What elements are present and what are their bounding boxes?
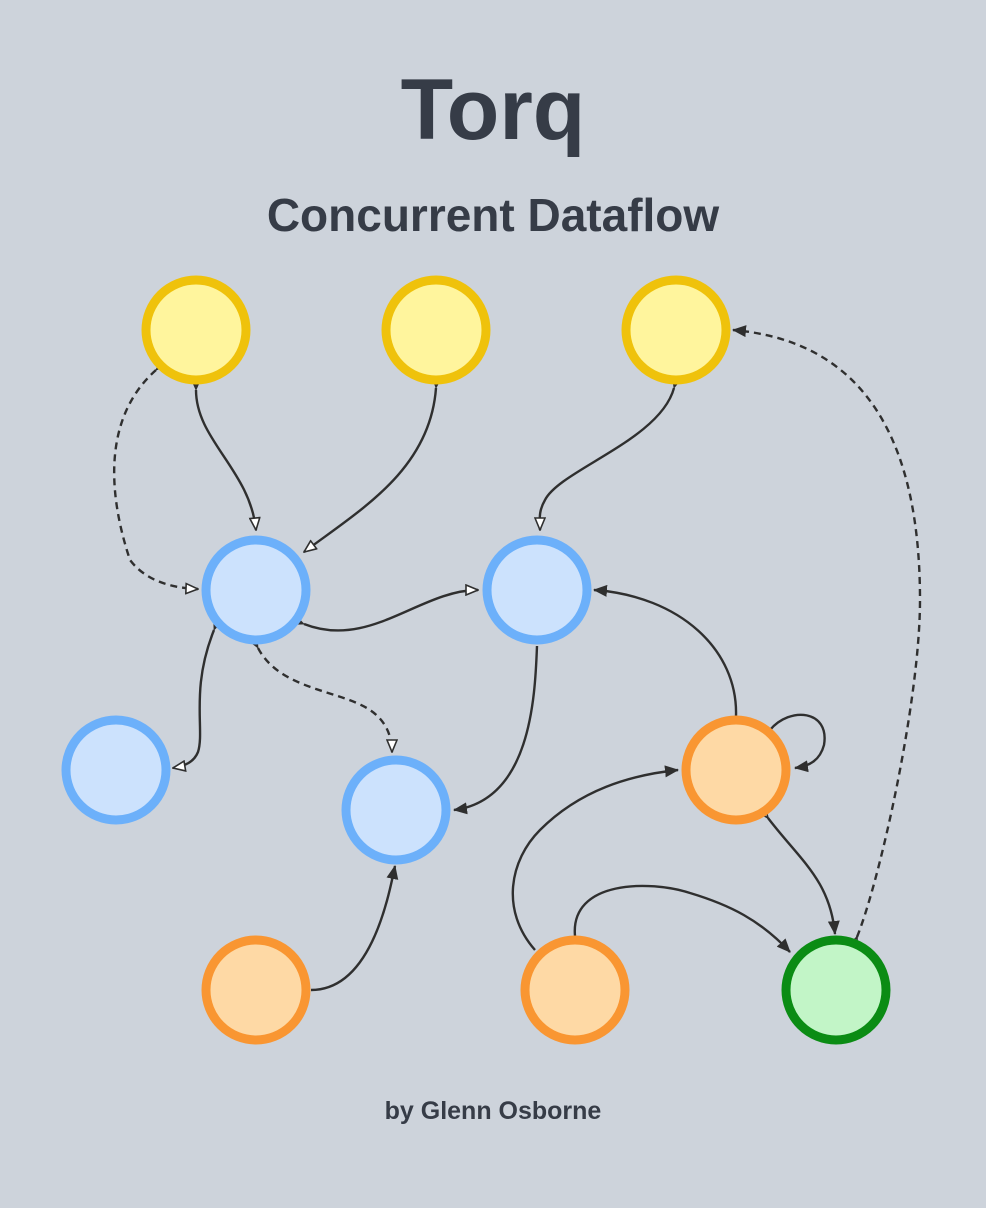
edge-b1-b2	[304, 590, 478, 632]
node-b4	[341, 755, 451, 865]
author-credit: by Glenn Osborne	[384, 1097, 602, 1125]
node-o1	[201, 935, 311, 1045]
node-o2	[681, 715, 791, 825]
page-subtitle: Concurrent Dataflow	[266, 189, 720, 241]
node-y3	[621, 275, 731, 385]
edge-o3-o2	[511, 765, 679, 951]
node-g1	[781, 935, 891, 1045]
edge-g1-y3-dashed	[733, 330, 922, 937]
node-o3	[520, 935, 630, 1045]
node-b2	[482, 535, 592, 645]
edge-o2-g1	[768, 818, 835, 934]
edge-b1-y2	[304, 388, 436, 552]
edge-b1-y1-dashed	[113, 370, 198, 589]
node-b3	[61, 715, 171, 825]
page-title: Torq	[400, 62, 586, 158]
edge-b1-b4-dashed	[258, 648, 392, 752]
edge-o3-g1	[573, 884, 791, 953]
edge-o1-b4	[310, 865, 399, 992]
edge-b1-b3	[173, 630, 214, 768]
node-b1	[201, 535, 311, 645]
node-y2	[381, 275, 491, 385]
edge-b1-y1	[196, 390, 256, 530]
edge-b2-y3	[540, 388, 674, 530]
edge-o2-b2	[593, 584, 738, 717]
edge-b2-b4	[453, 645, 539, 815]
node-y1	[141, 275, 251, 385]
